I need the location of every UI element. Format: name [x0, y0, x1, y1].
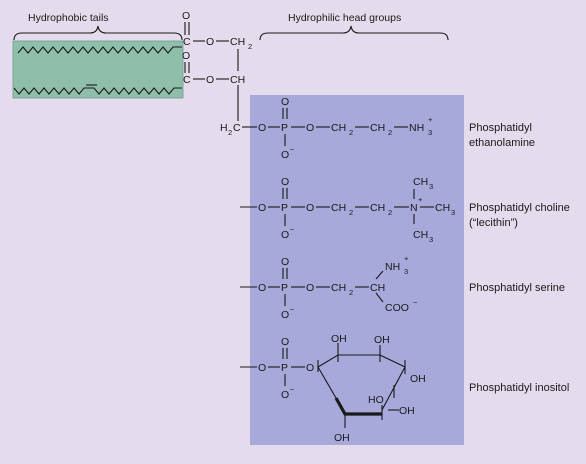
- subscript: 2: [349, 128, 353, 137]
- name-phosphatidyl-choline-1: Phosphatidyl choline: [469, 202, 570, 214]
- tail-region: [12, 40, 184, 99]
- atom: O: [281, 176, 289, 188]
- atom-carbonyl-c2: C: [183, 74, 191, 86]
- bond: [375, 292, 384, 303]
- atom: CH: [370, 202, 385, 214]
- atom-serine-alpha-c: CH: [370, 282, 385, 294]
- atom: O: [281, 389, 289, 401]
- atom: OH: [331, 333, 347, 345]
- subscript: +: [404, 254, 409, 263]
- atom: O: [306, 362, 314, 374]
- subscript: 3: [451, 208, 455, 217]
- atom: O: [281, 229, 289, 241]
- double-bond-co1: [184, 22, 190, 35]
- atom-carbonyl-c1: C: [183, 36, 191, 48]
- subscript: +: [428, 115, 433, 124]
- atom: O: [281, 256, 289, 268]
- atom: O: [281, 96, 289, 108]
- atom-ester-o2: O: [206, 74, 214, 86]
- atom: CH: [331, 122, 346, 134]
- saturated-tail: [17, 46, 182, 54]
- name-phosphatidyl-serine: Phosphatidyl serine: [469, 282, 565, 294]
- atom: OH: [410, 373, 426, 385]
- subscript: −: [290, 385, 295, 394]
- subscript: −: [413, 298, 418, 307]
- subscript: 2: [388, 208, 392, 217]
- heads-brace: [259, 25, 449, 41]
- atom-serine-amine: NH: [385, 261, 400, 273]
- atom: CH: [413, 176, 428, 188]
- subscript: 2: [228, 128, 232, 137]
- atom-glycerol-c1: CH: [230, 36, 245, 48]
- atom: O: [258, 362, 266, 374]
- atom: OH: [334, 432, 350, 444]
- atom: O: [258, 122, 266, 134]
- subscript: 3: [429, 235, 433, 244]
- tails-brace: [13, 25, 183, 41]
- atom-phosphorus-3: P: [281, 282, 288, 294]
- atom-quaternary-n: N: [410, 202, 418, 214]
- atom-phosphorus-1: P: [281, 122, 288, 134]
- head-group-panel: [250, 95, 464, 445]
- atom: O: [306, 202, 314, 214]
- name-phosphatidyl-ethanolamine-2: ethanolamine: [469, 137, 535, 149]
- bond: [375, 270, 384, 280]
- atom: CH: [413, 229, 428, 241]
- subscript: 2: [248, 42, 252, 51]
- atom: O: [306, 282, 314, 294]
- name-phosphatidyl-inositol: Phosphatidyl inositol: [469, 382, 569, 394]
- bond: [282, 348, 288, 359]
- atom: OH: [374, 334, 390, 346]
- bond: [282, 108, 288, 119]
- subscript: +: [418, 195, 423, 204]
- atom-phosphorus-2: P: [281, 202, 288, 214]
- atom: O: [306, 122, 314, 134]
- unsaturated-tail: [13, 87, 182, 95]
- atom-glycerol-c3: H: [220, 122, 228, 134]
- atom-ester-o1: O: [206, 36, 214, 48]
- atom-amine-ethanolamine: NH: [409, 122, 424, 134]
- atom: C: [233, 122, 241, 134]
- inositol-ring-back: [317, 354, 406, 368]
- bond: [282, 188, 288, 199]
- atom: O: [258, 282, 266, 294]
- subscript: 3: [428, 128, 432, 137]
- name-phosphatidyl-choline-2: (“lecithin”): [469, 217, 518, 229]
- atom: CH: [435, 202, 450, 214]
- subscript: −: [290, 145, 295, 154]
- atom: O: [281, 309, 289, 321]
- atom-carbonyl-o1: O: [182, 10, 190, 22]
- subscript: 2: [349, 288, 353, 297]
- label-hydrophilic-head-groups: Hydrophilic head groups: [288, 12, 401, 24]
- bond: [282, 268, 288, 279]
- atom-carbonyl-o2: O: [182, 50, 190, 62]
- atom-glycerol-c2: CH: [230, 74, 245, 86]
- label-hydrophobic-tails: Hydrophobic tails: [28, 12, 109, 24]
- subscript: 2: [388, 128, 392, 137]
- subscript: −: [290, 305, 295, 314]
- name-phosphatidyl-ethanolamine-1: Phosphatidyl: [469, 122, 532, 134]
- atom: O: [281, 149, 289, 161]
- subscript: 2: [349, 208, 353, 217]
- double-bond-co2: [184, 62, 190, 73]
- subscript: −: [290, 225, 295, 234]
- atom: CH: [331, 202, 346, 214]
- subscript: 3: [404, 267, 408, 276]
- atom: O: [258, 202, 266, 214]
- atom: CH: [370, 122, 385, 134]
- atom: CH: [331, 282, 346, 294]
- subscript: 3: [429, 182, 433, 191]
- atom-serine-carboxylate: COO: [385, 302, 409, 314]
- atom: OH: [399, 405, 415, 417]
- atom: O: [281, 336, 289, 348]
- atom-phosphorus-4: P: [281, 362, 288, 374]
- atom: HO: [368, 394, 384, 406]
